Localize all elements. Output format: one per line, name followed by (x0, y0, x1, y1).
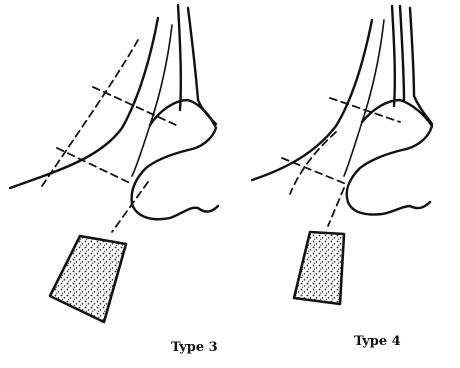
right-body-outline (347, 100, 432, 215)
right-center-line-a (392, 6, 395, 106)
right-stippled-block (294, 232, 344, 304)
left-panel-drawing (10, 5, 218, 322)
right-outer-stem-line (252, 20, 372, 180)
right-panel-drawing (252, 6, 432, 304)
left-center-line-a (178, 5, 181, 110)
left-dashed-line-vertical (112, 182, 148, 232)
panel-label-type-3: Type 3 (171, 340, 218, 355)
left-stippled-block (50, 236, 126, 322)
left-body-outline (132, 100, 218, 219)
panel-label-type-4: Type 4 (354, 334, 401, 349)
right-dashed-line-diagonal (290, 132, 336, 194)
right-dashed-line-vertical (328, 188, 344, 226)
right-center-line-b (400, 6, 404, 100)
